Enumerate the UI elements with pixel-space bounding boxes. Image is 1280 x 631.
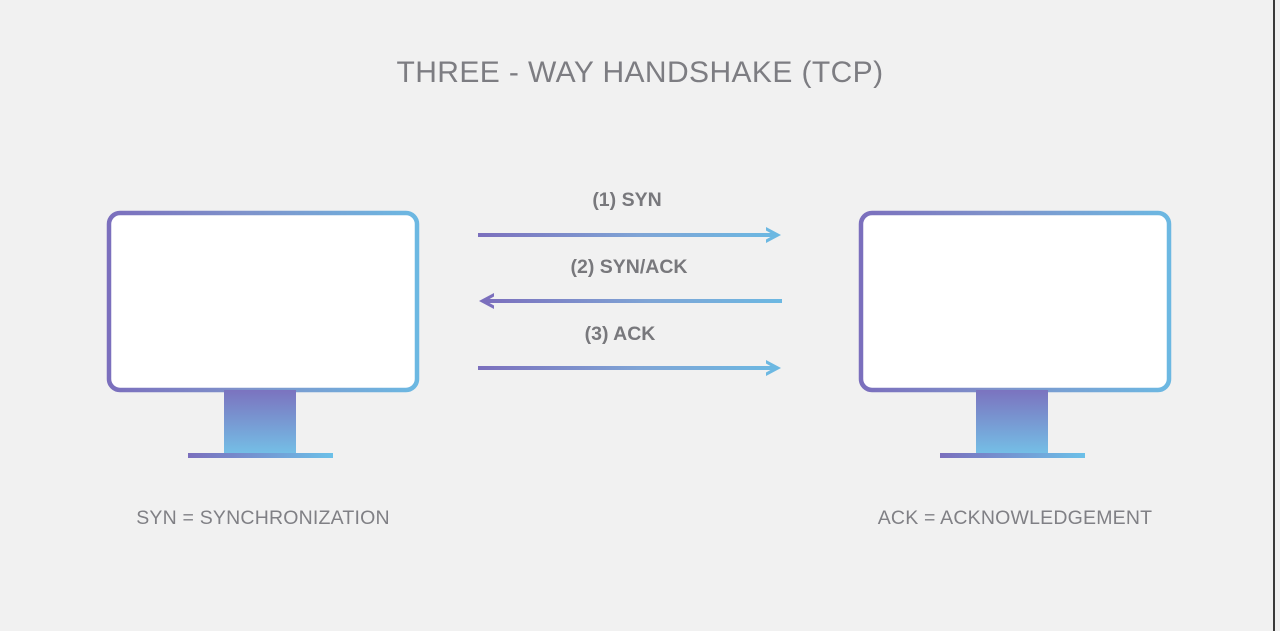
message-label-syn-ack: (2) SYN/ACK (570, 256, 688, 278)
arrow-ack-rightward (478, 360, 781, 376)
caption-ack-definition: ACK = ACKNOWLEDGEMENT (877, 507, 1153, 529)
monitor-screen (106, 210, 420, 393)
arrowhead-right-icon (766, 360, 781, 376)
arrow-syn-rightward (478, 227, 781, 243)
slide-edge-divider (1273, 0, 1275, 631)
message-label-ack: (3) ACK (584, 323, 656, 345)
caption-syn-definition: SYN = SYNCHRONIZATION (136, 507, 390, 529)
arrow-syn-ack-leftward (479, 293, 782, 309)
monitor-neck (224, 390, 296, 457)
page-title: THREE - WAY HANDSHAKE (TCP) (396, 56, 884, 89)
message-label-syn: (1) SYN (592, 189, 662, 211)
arrowhead-right-icon (766, 227, 781, 243)
monitor-base (940, 453, 1085, 458)
arrowhead-left-icon (479, 293, 494, 309)
desktop-monitor-icon-client (106, 210, 420, 465)
monitor-base (188, 453, 333, 458)
monitor-screen (858, 210, 1172, 393)
desktop-monitor-icon-server (858, 210, 1172, 465)
monitor-neck (976, 390, 1048, 457)
